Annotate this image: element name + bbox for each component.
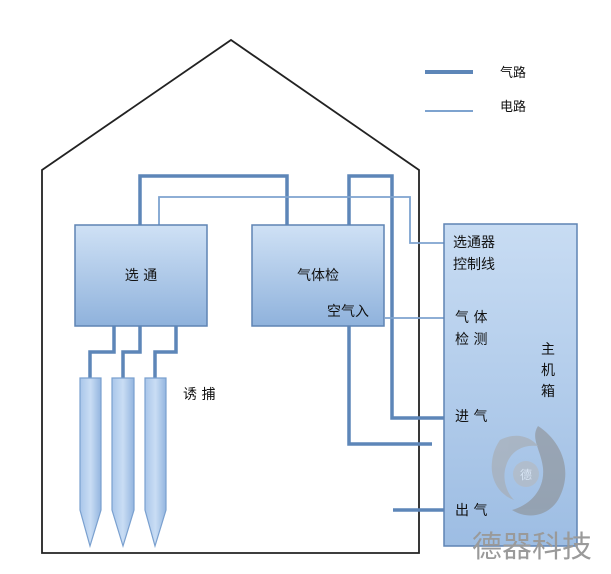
trap-probe-1 <box>79 377 102 549</box>
selector-box <box>74 224 208 327</box>
port-gas-detection-label: 气 体 检 测 <box>455 310 492 348</box>
probe-pipe-2 <box>121 326 142 378</box>
gas-pipe-air-inlet <box>347 326 432 446</box>
trap-probe-3 <box>144 377 167 549</box>
port-gas-out-label: 出 气 <box>455 503 487 519</box>
trap-label: 诱 捕 <box>183 387 215 403</box>
gas-detector-box <box>251 224 385 327</box>
probe-pipe-1 <box>88 326 116 378</box>
legend-gas-label: 气路 <box>500 65 526 81</box>
gas-pipe-selector-detector <box>138 174 289 225</box>
probe-pipe-3 <box>153 326 178 378</box>
legend: 气路 电路 <box>425 65 526 115</box>
port-selector-control-label: 选通器 控制线 <box>453 235 499 273</box>
electric-line-selector-control <box>158 196 445 244</box>
selector-label: 选 通 <box>125 268 157 284</box>
watermark-logo: 德 <box>491 426 566 516</box>
watermark-text: 德器科技 <box>472 530 592 565</box>
trap-probe-2 <box>111 377 135 549</box>
air-inlet-label: 空气入 <box>327 304 369 320</box>
gas-pipe-detector-to-gas-in <box>347 174 445 420</box>
legend-electric-label: 电路 <box>500 99 526 115</box>
port-gas-in-label: 进 气 <box>455 409 487 425</box>
house-outline <box>41 38 420 554</box>
host-box-label: 主 机 箱 <box>541 342 559 400</box>
svg-text:德: 德 <box>520 467 532 482</box>
gas-detector-label: 气体检 <box>297 268 339 284</box>
